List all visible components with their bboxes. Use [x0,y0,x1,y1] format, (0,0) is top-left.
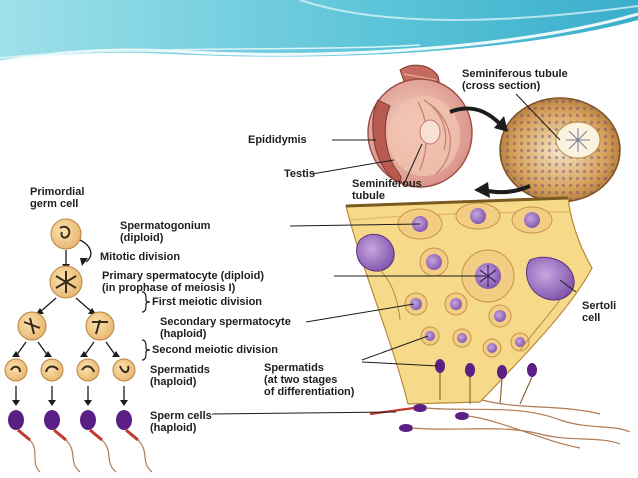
label-seminiferous-tubule: Seminiferous tubule [352,178,422,202]
spermatid [112,358,136,382]
spermatid [76,358,100,382]
spermatid-cell [420,326,440,346]
spermatid-cell [452,328,472,348]
spermatid [4,358,28,382]
secondary-spermatocyte [17,311,47,341]
tubule-wedge [345,196,593,405]
label-secondary-spermatocyte: Secondary spermatocyte (haploid) [160,316,291,340]
mitotic-arrow [79,239,92,263]
tubule-cells [356,202,575,358]
sperm-cell [8,410,41,473]
division-brackets [141,291,151,361]
secondary-spermatocyte-cell [488,304,512,328]
zoom-arrows [449,106,531,198]
sperm-cell [116,410,153,473]
leader-lines [211,93,577,415]
label-first-meiotic-division: First meiotic division [152,296,263,308]
label-primordial-germ-cell: Primordial germ cell [30,186,85,210]
secondary-spermatocyte [85,311,115,341]
sperm-cell [44,410,81,473]
primordial-germ-cell [50,218,82,250]
label-mitotic-division: Mitotic division [100,251,181,263]
spermatid [40,358,64,382]
primary-spermatocyte [49,265,83,299]
spermatid-cell [510,332,530,352]
primary-spermatocyte-cell [461,249,515,303]
label-sperm-cells: Sperm cells (haploid) [150,410,212,434]
lineage-column [4,218,153,473]
sertoli-nucleus-left [356,233,395,272]
testis-illustration [367,64,473,188]
label-primary-spermatocyte: Primary spermatocyte (diploid) (in proph… [102,270,264,294]
spermatogonium-cell [511,206,553,234]
spermatid-cell [482,338,502,358]
spermatogonium-cell [455,202,501,230]
label-epididymis: Epididymis [248,134,307,146]
label-spermatids-haploid: Spermatids (haploid) [150,364,210,388]
sertoli-nucleus-right [526,256,575,301]
primary-spermatocyte-cell [419,247,449,277]
label-seminiferous-cross-section: Seminiferous tubule (cross section) [462,68,568,92]
header-band [0,0,638,64]
label-sertoli-cell: Sertoli cell [582,300,617,324]
label-testis: Testis [284,168,315,180]
secondary-spermatocyte-cell [404,292,428,316]
label-spermatogonium: Spermatogonium (diploid) [120,220,211,244]
sperm-cell [80,410,117,473]
free-sperm [369,399,631,449]
tubule-cross-section [499,97,621,203]
label-spermatids-stages: Spermatids (at two stages of differentia… [264,362,355,398]
secondary-spermatocyte-cell [444,292,468,316]
label-second-meiotic-division: Second meiotic division [152,344,278,356]
late-spermatids [435,359,537,405]
